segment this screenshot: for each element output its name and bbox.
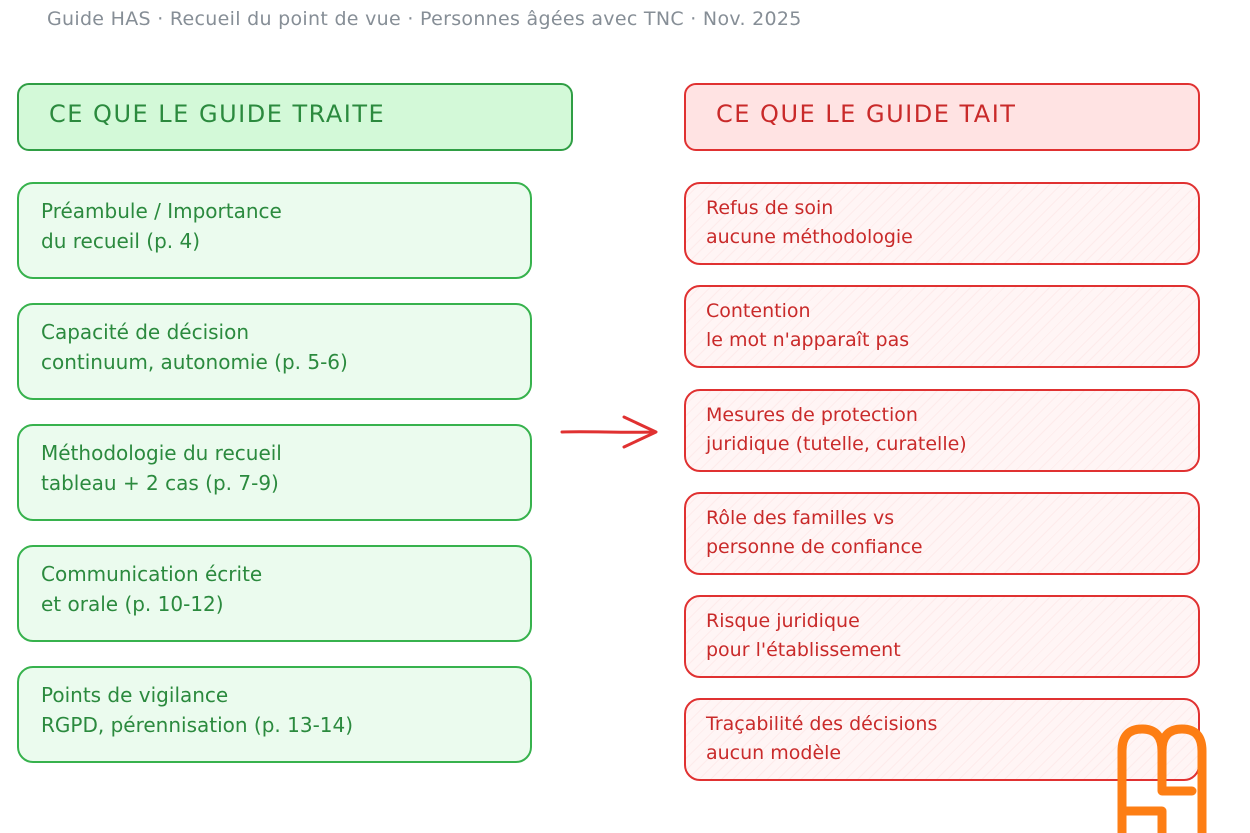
omitted-item-title: Contention	[706, 300, 811, 322]
omitted-item-title: Rôle des familles vs	[706, 507, 895, 529]
treated-item-vigilance: Points de vigilance RGPD, pérennisation …	[17, 666, 532, 763]
treated-item-title: Communication écrite	[41, 562, 263, 586]
treated-item-title: Méthodologie du recueil	[41, 441, 282, 465]
treated-item-methodologie: Méthodologie du recueil tableau + 2 cas …	[17, 424, 532, 521]
omitted-item-detail: aucun modèle	[706, 742, 842, 764]
omitted-item-title: Risque juridique	[706, 610, 860, 632]
omitted-item-title: Traçabilité des décisions	[706, 713, 938, 735]
treated-item-title: Préambule / Importance	[41, 199, 282, 223]
header-omitted: CE QUE LE GUIDE TAIT	[684, 83, 1200, 151]
treated-item-capacite: Capacité de décision continuum, autonomi…	[17, 303, 532, 400]
omitted-item-detail: personne de confiance	[706, 536, 923, 558]
treated-item-title: Points de vigilance	[41, 683, 229, 707]
omitted-item-tracabilite: Traçabilité des décisions aucun modèle	[684, 698, 1200, 781]
omitted-item-refus: Refus de soin aucune méthodologie	[684, 182, 1200, 265]
arrow-right-icon	[560, 415, 658, 449]
omitted-item-title: Mesures de protection	[706, 404, 918, 426]
header-treated-label: CE QUE LE GUIDE TRAITE	[49, 100, 386, 128]
header-treated: CE QUE LE GUIDE TRAITE	[17, 83, 573, 151]
omitted-item-detail: pour l'établissement	[706, 639, 901, 661]
treated-item-detail: RGPD, pérennisation (p. 13-14)	[41, 713, 354, 737]
header-omitted-label: CE QUE LE GUIDE TAIT	[716, 100, 1017, 128]
treated-item-title: Capacité de décision	[41, 320, 250, 344]
page-subtitle: Guide HAS · Recueil du point de vue · Pe…	[47, 8, 802, 30]
omitted-item-detail: juridique (tutelle, curatelle)	[706, 433, 967, 455]
treated-item-detail: tableau + 2 cas (p. 7-9)	[41, 471, 279, 495]
omitted-item-detail: le mot n'apparaît pas	[706, 329, 910, 351]
treated-item-communication: Communication écrite et orale (p. 10-12)	[17, 545, 532, 642]
omitted-item-familles: Rôle des familles vs personne de confian…	[684, 492, 1200, 575]
omitted-item-protection: Mesures de protection juridique (tutelle…	[684, 389, 1200, 472]
omitted-item-risque: Risque juridique pour l'établissement	[684, 595, 1200, 678]
brand-logo-icon	[1117, 724, 1207, 833]
treated-item-detail: continuum, autonomie (p. 5-6)	[41, 350, 348, 374]
omitted-item-detail: aucune méthodologie	[706, 226, 913, 248]
omitted-item-title: Refus de soin	[706, 197, 834, 219]
treated-item-preambule: Préambule / Importance du recueil (p. 4)	[17, 182, 532, 279]
treated-item-detail: du recueil (p. 4)	[41, 229, 201, 253]
treated-item-detail: et orale (p. 10-12)	[41, 592, 224, 616]
omitted-item-contention: Contention le mot n'apparaît pas	[684, 285, 1200, 368]
